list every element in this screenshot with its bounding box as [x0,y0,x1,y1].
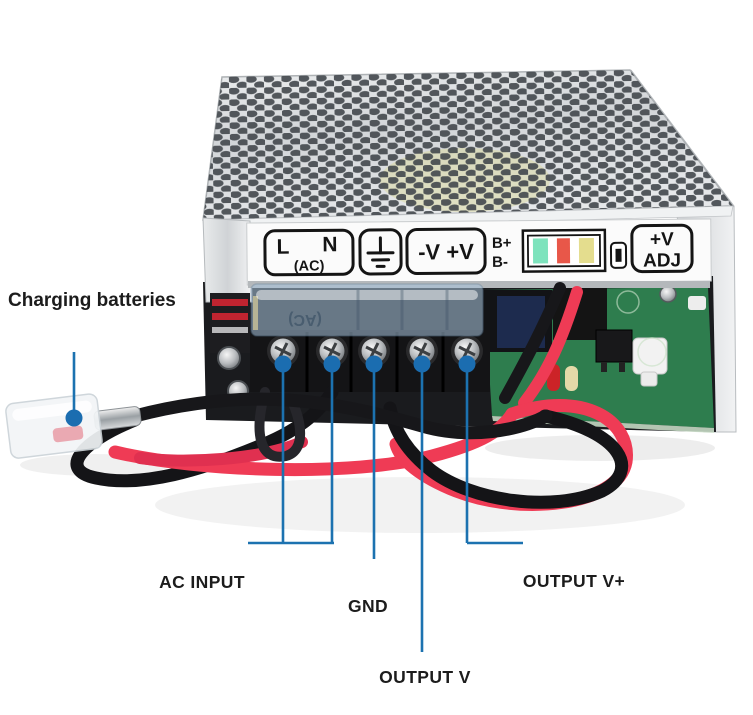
label-adj-top: +V [650,229,674,250]
power-supply-unit: L N (AC) -V +V B+ B- [202,69,737,433]
dot-terminal-v-minus [413,355,431,373]
front-label-panel: L N (AC) -V +V B+ B- [246,218,712,286]
pcb-screw [659,285,677,303]
callouts: Charging batteries AC INPUT GND OUTPUT V… [8,290,625,687]
label-live: L [276,236,289,259]
dot-terminal-n [323,355,341,373]
voltage-adjust-markings: +V ADJ [630,223,694,274]
callout-lines [72,352,523,652]
terminal-cover: (AC) [250,283,484,337]
ground-symbol-box [358,228,403,276]
callout-dots [65,355,476,427]
indicator-stripe-green [532,238,549,264]
ac-input-markings: L N (AC) [263,228,355,277]
output-v-plus-label: OUTPUT V+ [523,571,625,591]
cover-marking-mirrored: (AC) [288,311,322,328]
battery-wires [70,282,633,511]
wire-color-indicator [521,228,607,273]
pcb-connector [688,296,706,310]
led-window [609,241,628,269]
earth-ground-icon [366,236,395,268]
dot-terminal-l [274,355,292,373]
indicator-stripe-yellow [578,238,595,264]
terminal-screws [267,335,483,367]
chassis-screw [217,346,241,370]
label-neutral: N [322,233,337,256]
capacitor-stripe [212,299,248,306]
gnd-label: GND [348,596,388,616]
charging-batteries-label: Charging batteries [8,290,176,311]
label-ac: (AC) [294,258,325,274]
output-v-label: OUTPUT V [379,667,471,687]
indicator-stripe-red [556,238,571,264]
spade-connector [5,393,142,459]
dot-terminal-v-plus [458,355,476,373]
label-battery-plus: B+ [492,235,512,252]
label-battery-minus: B- [492,254,508,271]
label-dc-terminals: -V +V [418,239,474,264]
terminal-block: (AC) [250,283,490,392]
perforated-top-cover [202,69,735,230]
dot-terminal-gnd [365,355,383,373]
dot-charging-connector [65,409,83,427]
dc-output-markings: -V +V [405,227,487,276]
ac-input-label: AC INPUT [159,572,245,592]
shadow [20,435,715,533]
capacitor-cream [565,366,578,391]
label-adj-bottom: ADJ [643,250,681,271]
relay [595,329,633,363]
